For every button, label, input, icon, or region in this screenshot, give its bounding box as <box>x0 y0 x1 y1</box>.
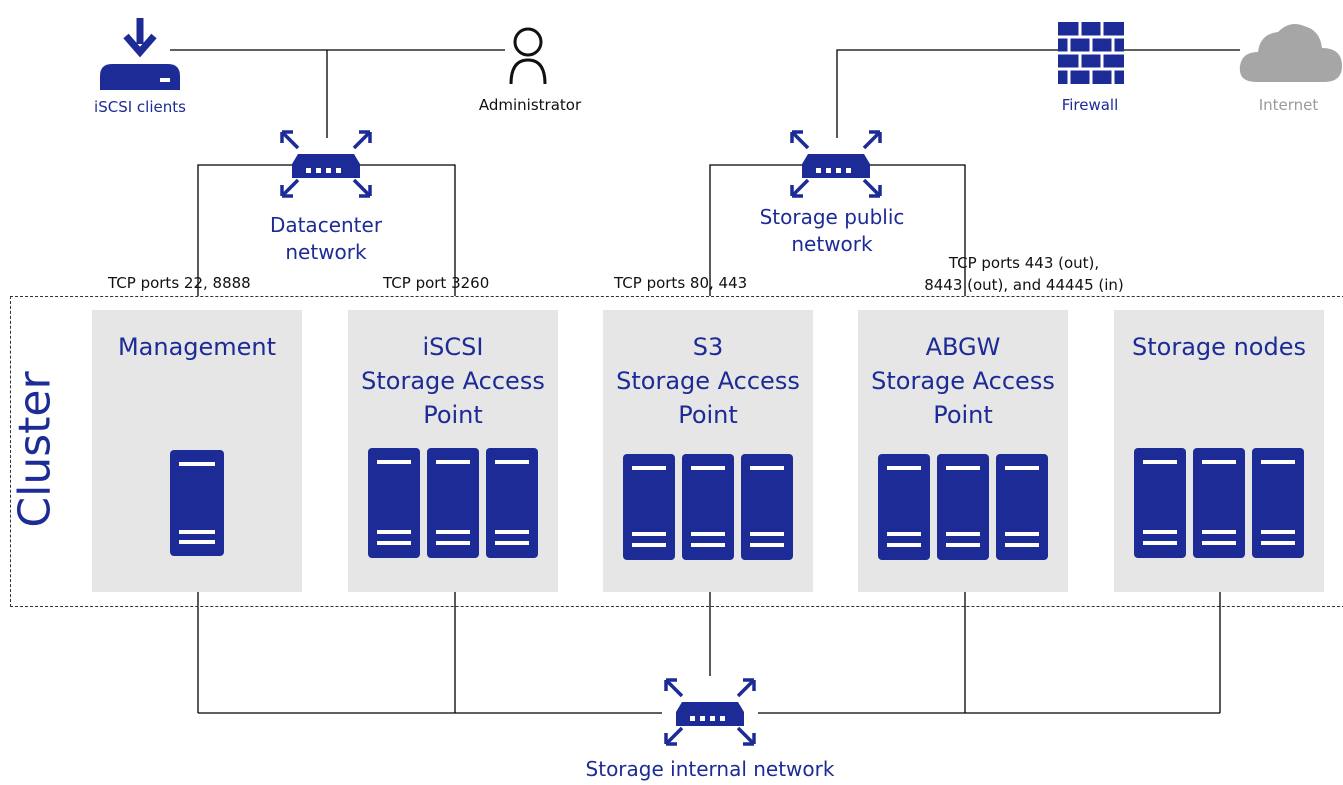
datacenter-network-line2: network <box>285 240 367 264</box>
panel-title-line: Point <box>678 401 738 429</box>
ports-management-label: TCP ports 22, 8888 <box>108 274 251 292</box>
storage-public-network-line2: network <box>791 232 873 256</box>
server-rack-icon <box>1134 448 1304 558</box>
iscsi-clients-label: iSCSI clients <box>94 98 186 116</box>
ports-iscsi-label: TCP port 3260 <box>383 274 490 292</box>
panel-title-line: Storage nodes <box>1132 333 1306 361</box>
panel-title-line: S3 <box>692 333 724 361</box>
administrator-label: Administrator <box>478 96 582 114</box>
ports-s3-label: TCP ports 80, 443 <box>614 274 748 292</box>
panel-title-line: Storage Access <box>871 367 1055 395</box>
storage-internal-network-label: Storage internal network <box>585 757 835 781</box>
switch-icon <box>788 128 884 204</box>
server-rack-icon <box>368 448 538 558</box>
panel-iscsi: iSCSI Storage Access Point <box>348 310 558 592</box>
server-rack-icon <box>623 454 793 560</box>
panel-title-line: Storage Access <box>361 367 545 395</box>
panel-title: Management <box>92 330 302 364</box>
wire-public-to-firewall-internet <box>836 49 1240 138</box>
panel-title-line: Storage Access <box>616 367 800 395</box>
panel-title-line: Point <box>423 401 483 429</box>
storage-public-network-line1: Storage public <box>759 205 905 229</box>
panel-title-line: ABGW <box>925 333 1001 361</box>
cluster-boundary <box>10 296 1343 607</box>
internet-label: Internet <box>1258 96 1319 114</box>
person-icon <box>508 24 548 90</box>
switch-icon <box>662 676 758 752</box>
panel-title-line: Point <box>933 401 993 429</box>
datacenter-network-label: Datacenter network <box>236 212 416 266</box>
storage-public-network-label: Storage public network <box>732 204 932 258</box>
datacenter-network-line1: Datacenter <box>269 213 383 237</box>
ports-abgw-label: TCP ports 443 (out), 8443 (out), and 444… <box>912 252 1136 296</box>
panel-s3: S3 Storage Access Point <box>603 310 813 592</box>
panel-title-line: iSCSI <box>422 333 484 361</box>
ports-abgw-line2: 8443 (out), and 44445 (in) <box>924 276 1124 294</box>
firewall-label: Firewall <box>1061 96 1119 114</box>
server-download-icon <box>98 18 182 98</box>
panel-abgw: ABGW Storage Access Point <box>858 310 1068 592</box>
panel-title: ABGW Storage Access Point <box>858 330 1068 432</box>
server-icon <box>170 450 224 556</box>
panel-management: Management <box>92 310 302 592</box>
cloud-icon <box>1238 20 1343 88</box>
switch-icon <box>278 128 374 204</box>
panel-title-line: Management <box>117 333 277 361</box>
panel-title: S3 Storage Access Point <box>603 330 813 432</box>
firewall-icon <box>1058 22 1124 88</box>
panel-title: iSCSI Storage Access Point <box>348 330 558 432</box>
ports-abgw-line1: TCP ports 443 (out), <box>948 254 1100 272</box>
panel-storage-nodes: Storage nodes <box>1114 310 1324 592</box>
panel-title: Storage nodes <box>1114 330 1324 364</box>
server-rack-icon <box>878 454 1048 560</box>
cluster-label: Cluster <box>9 371 61 528</box>
